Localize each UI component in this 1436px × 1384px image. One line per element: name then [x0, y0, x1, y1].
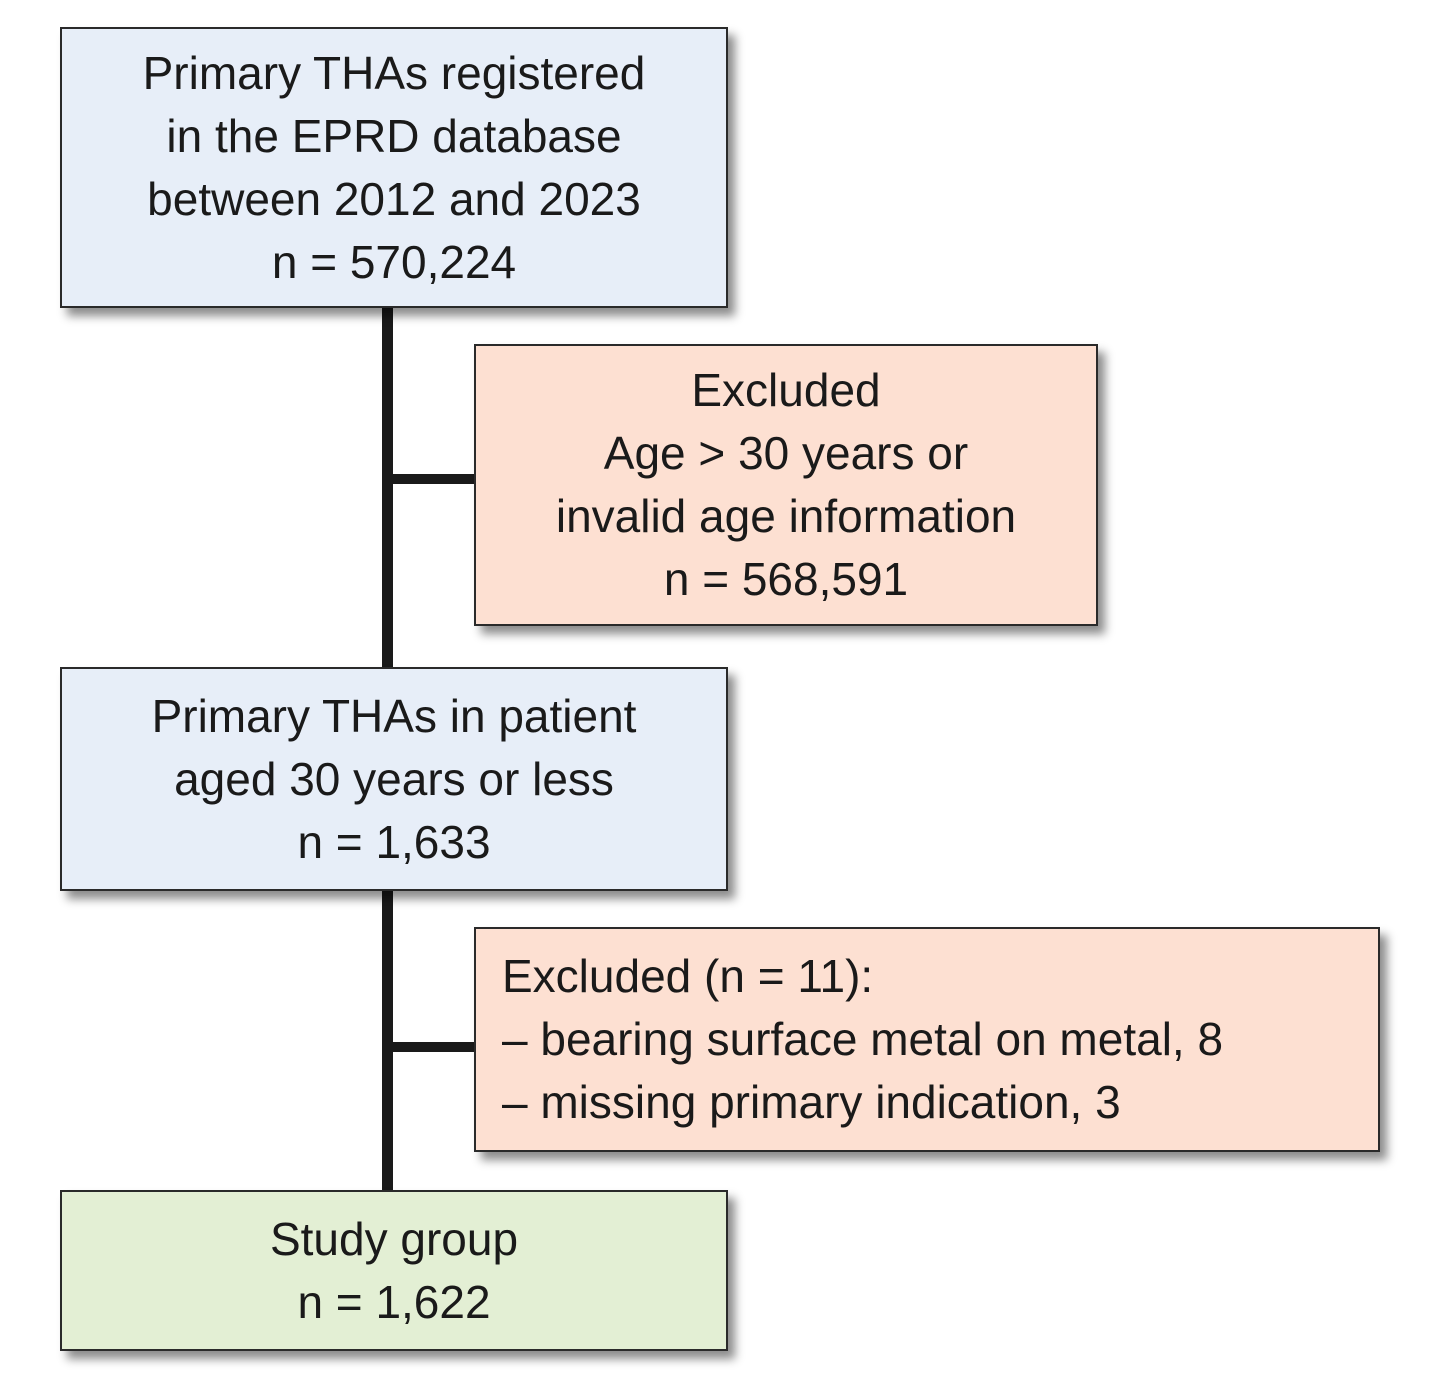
box-registered-thas: Primary THAs registered in the EPRD data…	[60, 27, 728, 308]
box-study-line-1: Study group	[269, 1212, 519, 1265]
box-excluded-other-item-1: – bearing surface metal on metal, 8	[502, 1013, 1224, 1065]
connector-to-excluded-other	[382, 1042, 476, 1052]
box-excluded-age-line-3: invalid age information	[555, 490, 1017, 542]
box-excluded-age-count: n = 568,591	[663, 553, 909, 605]
box-excluded-other-heading: Excluded (n = 11):	[502, 950, 874, 1002]
box-young-line-2: aged 30 years or less	[174, 752, 614, 805]
box-excluded-age-line-1: Excluded	[691, 364, 881, 416]
box-registered-count: n = 570,224	[271, 235, 517, 288]
box-study-group: Study group n = 1,622	[60, 1190, 728, 1351]
box-registered-line-1: Primary THAs registered	[142, 46, 646, 99]
box-excluded-other: Excluded (n = 11): – bearing surface met…	[474, 927, 1380, 1152]
box-excluded-other-item-2: – missing primary indication, 3	[502, 1076, 1121, 1128]
box-registered-line-3: between 2012 and 2023	[147, 172, 641, 225]
box-study-count: n = 1,622	[297, 1275, 491, 1328]
connector-to-excluded-age	[382, 474, 476, 484]
box-young-line-1: Primary THAs in patient	[151, 689, 637, 742]
box-young-count: n = 1,633	[297, 815, 491, 868]
box-excluded-age-line-2: Age > 30 years or	[603, 427, 969, 479]
box-excluded-age: Excluded Age > 30 years or invalid age i…	[474, 344, 1098, 626]
box-registered-line-2: in the EPRD database	[166, 109, 622, 162]
connector-young-to-study	[382, 889, 393, 1192]
box-young-patients: Primary THAs in patient aged 30 years or…	[60, 667, 728, 891]
connector-registered-to-young	[382, 306, 393, 668]
